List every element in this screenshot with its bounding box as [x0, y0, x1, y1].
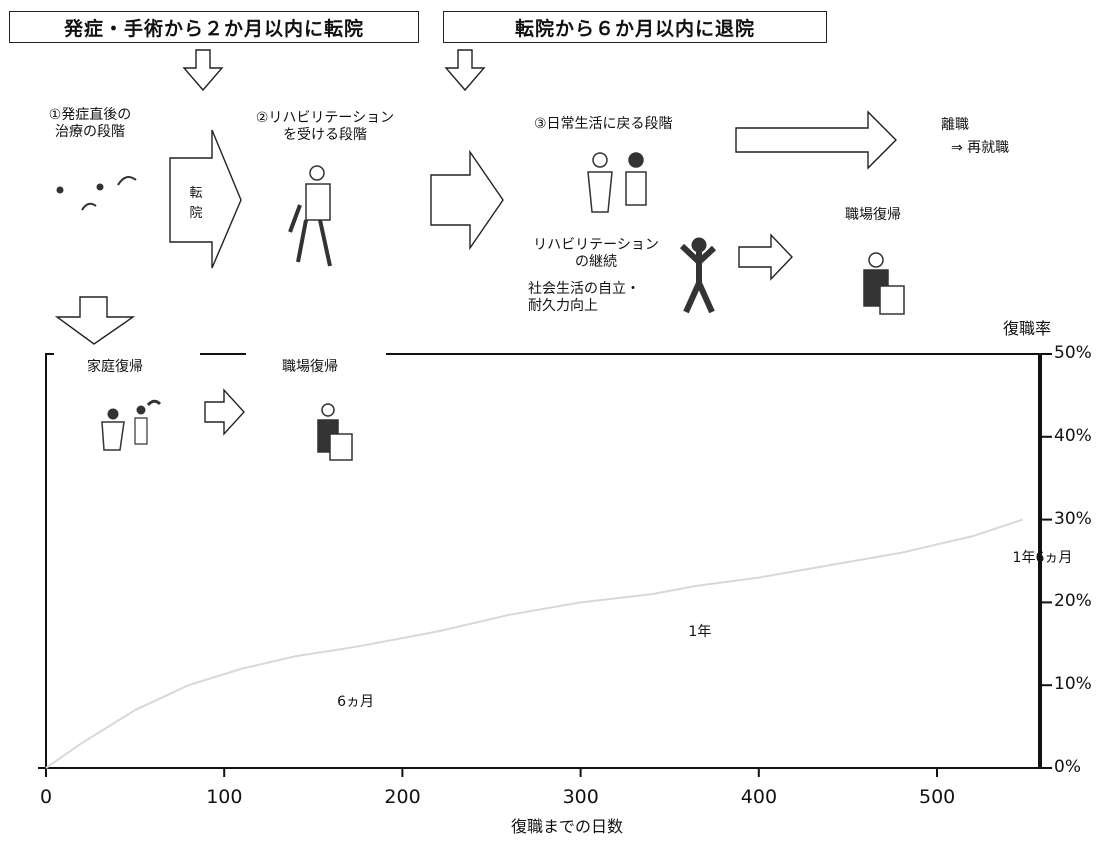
header-right-text: 転院から６か月以内に退院: [514, 17, 755, 40]
patient-figure-icon: [117, 175, 137, 186]
y-axis-title: 復職率: [1003, 319, 1052, 338]
y-tick-label: 0%: [1054, 757, 1081, 777]
home-return-label: 家庭復帰: [87, 359, 143, 375]
office-worker-icon: [317, 403, 353, 461]
family-figure-icon: [101, 399, 162, 451]
patient-figure-icon: [56, 186, 64, 194]
social-label: 社会生活の自立・ 耐久力向上: [528, 281, 640, 314]
x-tick-label: 100: [206, 786, 243, 808]
rehab-continue-label: リハビリテーション の継続: [533, 237, 659, 270]
x-tick-label: 400: [740, 786, 778, 808]
right-arrow-icon: [738, 233, 793, 281]
return-rate-line: [45, 518, 1023, 769]
milestone-annotation: 6ヵ月: [337, 693, 375, 710]
milestone-annotation: 1年: [688, 623, 712, 640]
right-arrow-icon: [430, 149, 504, 251]
y-tick-label: 30%: [1054, 508, 1092, 529]
down-arrow-icon: [444, 49, 486, 92]
stage3-label: ③日常生活に戻る段階: [534, 116, 673, 132]
x-axis-title: 復職までの日数: [511, 817, 624, 836]
y-tick-label: 20%: [1054, 591, 1092, 612]
y-tick-label: 40%: [1054, 425, 1092, 446]
family-figure-icon: [587, 152, 647, 213]
rehab-walker-icon: [288, 165, 332, 267]
header-left-box: 発症・手術から２か月以内に転院: [9, 11, 419, 43]
patient-figure-icon: [81, 202, 97, 211]
return-work-right-label: 職場復帰: [845, 207, 901, 223]
stage2-label: ②リハビリテーション を受ける段階: [255, 110, 395, 143]
transfer-label: 転 院: [189, 186, 203, 221]
chart-left-border: [45, 353, 54, 768]
down-arrow-icon: [54, 296, 136, 345]
chart-plot: [45, 518, 1023, 769]
return-work-left-label: 職場復帰: [282, 359, 338, 375]
chart-ticks: [45, 353, 1052, 777]
x-tick-label: 200: [384, 786, 421, 808]
long-right-arrow-icon: [735, 110, 897, 170]
right-arrow-icon: [204, 388, 245, 436]
y-tick-label: 50%: [1054, 343, 1092, 363]
resign-label: 離職: [941, 117, 969, 133]
office-worker-icon: [863, 252, 905, 315]
active-person-icon: [679, 237, 717, 314]
transfer-arrow-icon: [169, 129, 242, 269]
rehire-label: ⇒ 再就職: [951, 140, 1010, 156]
milestone-annotation: 1年6ヵ月: [1012, 549, 1073, 566]
x-tick-label: 500: [919, 786, 956, 808]
header-right-box: 転院から６か月以内に退院: [443, 11, 827, 43]
patient-figure-icon: [96, 183, 104, 191]
down-arrow-icon: [182, 49, 224, 92]
y-tick-label: 10%: [1054, 674, 1092, 695]
x-tick-label: 0: [40, 786, 53, 808]
stage1-label: ①発症直後の 治療の段階: [48, 107, 132, 140]
header-left-text: 発症・手術から２か月以内に転院: [63, 17, 364, 40]
x-tick-label: 300: [562, 786, 599, 808]
